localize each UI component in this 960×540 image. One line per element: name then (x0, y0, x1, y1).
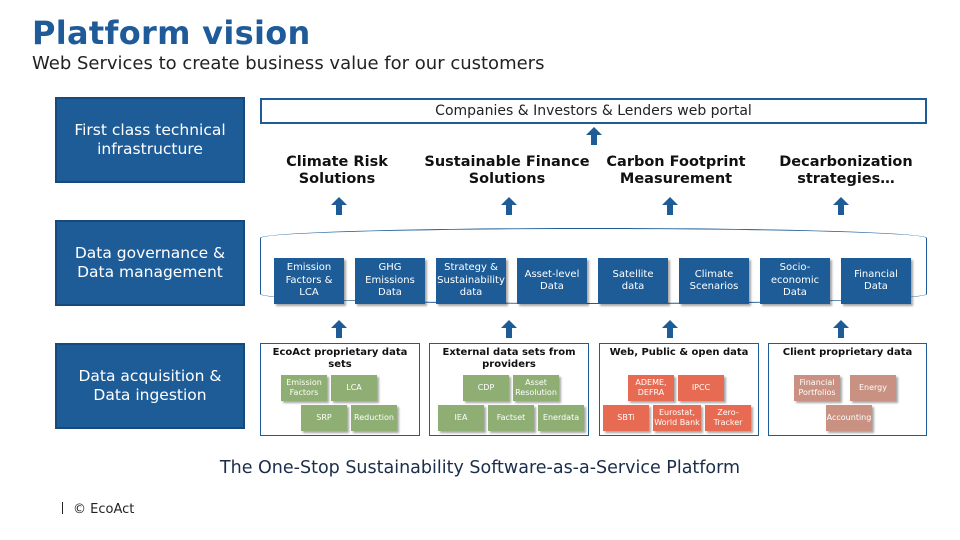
chip-factset: Factset (488, 405, 534, 431)
up-arrow-icon (501, 197, 517, 215)
acq-title: Web, Public & open data (609, 347, 749, 358)
solution-decarbonization: Decarbonization strategies… (779, 154, 913, 187)
acq-title: Client proprietary data (782, 347, 913, 358)
footer-divider (62, 502, 63, 514)
chip-lca: LCA (331, 375, 377, 401)
up-arrow-icon (331, 197, 347, 215)
up-arrow-icon (662, 197, 678, 215)
layer-technical-infrastructure: First class technical infrastructure (55, 97, 245, 183)
layer-data-acquisition: Data acquisition & Data ingestion (55, 343, 245, 429)
portal-label: Companies & Investors & Lenders web port… (435, 103, 752, 119)
page-title: Platform vision (32, 14, 311, 52)
dm-socio-economic: Socio-economic Data (760, 258, 830, 304)
up-arrow-icon (662, 320, 678, 338)
chip-energy: Energy (850, 375, 896, 401)
chip-ipcc: IPCC (678, 375, 724, 401)
chip-sbti: SBTi (603, 405, 649, 431)
copyright: © EcoAct (73, 502, 135, 517)
up-arrow-icon (586, 127, 602, 145)
acq-client-proprietary: Client proprietary data Financial Portfo… (768, 343, 927, 436)
page-subtitle: Web Services to create business value fo… (32, 53, 545, 74)
layer-label: First class technical infrastructure (74, 121, 226, 158)
chip-zero-tracker: Zero-Tracker (705, 405, 751, 431)
solution-sustainable-finance: Sustainable Finance Solutions (424, 154, 590, 187)
acq-external-providers: External data sets from providers CDP As… (429, 343, 589, 436)
up-arrow-icon (501, 320, 517, 338)
chip-eurostat-world-bank: Eurostat, World Bank (653, 405, 701, 431)
dm-ghg-emissions: GHG Emissions Data (355, 258, 425, 304)
dm-climate-scenarios: Climate Scenarios (679, 258, 749, 304)
dm-emission-factors: Emission Factors & LCA (274, 258, 344, 304)
layer-label: Data acquisition & Data ingestion (78, 367, 222, 404)
data-management-container (260, 228, 927, 304)
web-portal-box: Companies & Investors & Lenders web port… (260, 98, 927, 124)
layer-data-governance: Data governance & Data management (55, 220, 245, 306)
chip-emission-factors: Emission Factors (281, 375, 327, 401)
layer-label: Data governance & Data management (74, 244, 226, 281)
up-arrow-icon (833, 320, 849, 338)
up-arrow-icon (331, 320, 347, 338)
chip-cdp: CDP (463, 375, 509, 401)
chip-iea: IEA (438, 405, 484, 431)
up-arrow-icon (833, 197, 849, 215)
chip-reduction: Reduction (351, 405, 397, 431)
chip-enerdata: Enerdata (538, 405, 584, 431)
acq-title: External data sets from providers (442, 347, 576, 370)
chip-accounting: Accounting (826, 405, 872, 431)
solution-climate-risk: Climate Risk Solutions (286, 154, 388, 187)
dm-satellite: Satellite data (598, 258, 668, 304)
acq-ecoact-proprietary: EcoAct proprietary data sets Emission Fa… (260, 343, 420, 436)
solution-carbon-footprint: Carbon Footprint Measurement (606, 154, 746, 187)
tagline: The One-Stop Sustainability Software-as-… (219, 458, 741, 478)
acq-web-public-open: Web, Public & open data ADEME, DEFRA IPC… (599, 343, 759, 436)
dm-strategy-sustainability: Strategy & Sustainability data (436, 258, 506, 304)
acq-title: EcoAct proprietary data sets (272, 347, 408, 370)
dm-asset-level: Asset-level Data (517, 258, 587, 304)
chip-srp: SRP (301, 405, 347, 431)
chip-financial-portfolios: Financial Portfolios (794, 375, 840, 401)
dm-financial: Financial Data (841, 258, 911, 304)
footer: © EcoAct (62, 502, 134, 517)
chip-ademe-defra: ADEME, DEFRA (628, 375, 674, 401)
chip-asset-resolution: Asset Resolution (513, 375, 559, 401)
